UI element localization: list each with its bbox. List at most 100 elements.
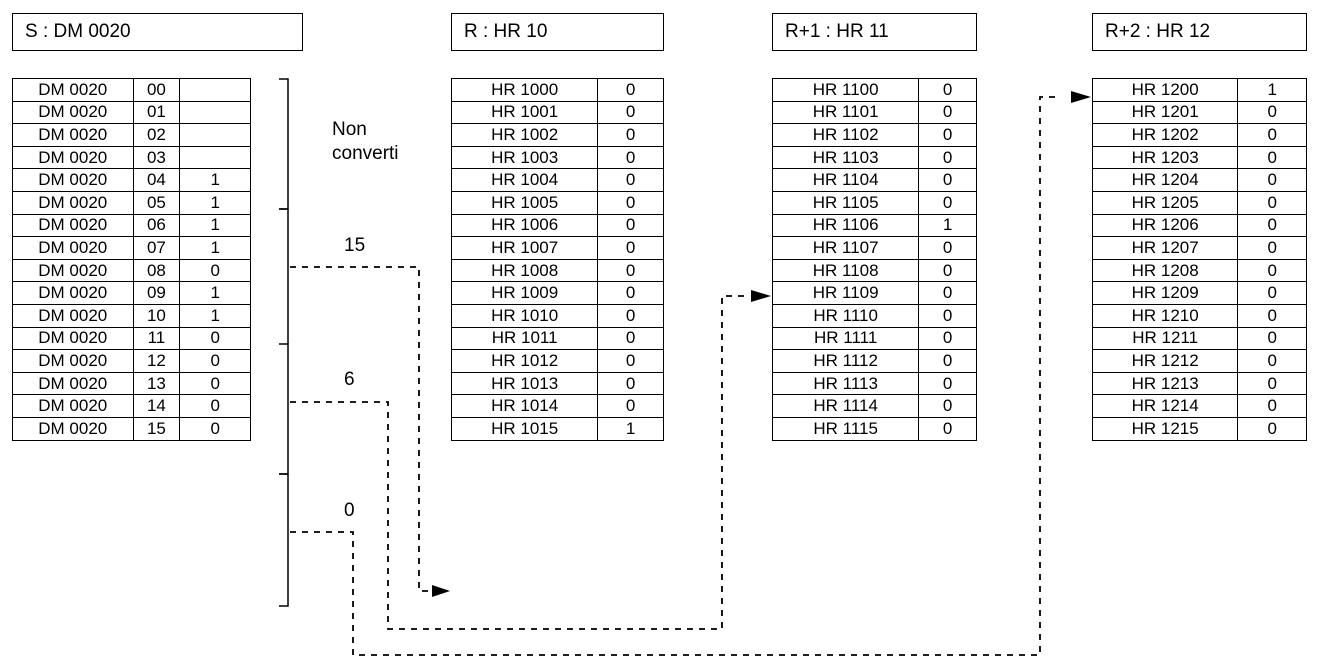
r-table-cell-addr: HR 1001 bbox=[450, 100, 599, 125]
r2-table-cell-addr: HR 1207 bbox=[1091, 236, 1239, 260]
r2-table-cell-addr: HR 1214 bbox=[1091, 394, 1239, 418]
r-table-cell-val: 0 bbox=[597, 349, 664, 373]
source-cell-val: 0 bbox=[179, 326, 251, 351]
r-table-cell-val: 0 bbox=[597, 190, 664, 215]
digit-label-0: 0 bbox=[344, 500, 355, 521]
r-table-cell-addr: HR 1006 bbox=[450, 213, 599, 238]
non-converted-label-line1: Non bbox=[332, 119, 367, 140]
source-cell-val: 1 bbox=[179, 236, 251, 260]
r2-table-cell-val: 1 bbox=[1237, 78, 1307, 102]
r-table-cell-val: 0 bbox=[597, 78, 664, 102]
source-cell-val: 1 bbox=[179, 281, 251, 305]
r-table-cell-addr: HR 1000 bbox=[450, 78, 599, 102]
source-cell-word: DM 0020 bbox=[12, 123, 134, 147]
source-cell-val: 0 bbox=[179, 371, 251, 396]
r2-table-cell-val: 0 bbox=[1237, 303, 1307, 328]
r-table-cell-addr: HR 1012 bbox=[450, 349, 599, 373]
source-cell-word: DM 0020 bbox=[12, 236, 134, 260]
r2-table-cell-val: 0 bbox=[1237, 123, 1307, 147]
r1-table-cell-addr: HR 1107 bbox=[771, 236, 920, 260]
source-cell-bit: 11 bbox=[132, 326, 181, 351]
source-cell-val bbox=[179, 123, 251, 147]
r2-table-cell-val: 0 bbox=[1237, 190, 1307, 215]
r1-table-cell-addr: HR 1100 bbox=[771, 78, 920, 102]
r2-table-cell-addr: HR 1215 bbox=[1091, 416, 1239, 441]
source-cell-val bbox=[179, 100, 251, 125]
r2-table-cell-val: 0 bbox=[1237, 168, 1307, 192]
r1-table-cell-val: 0 bbox=[918, 258, 977, 283]
r-table-cell-val: 0 bbox=[597, 258, 664, 283]
source-cell-bit: 06 bbox=[132, 213, 181, 238]
source-cell-val: 0 bbox=[179, 258, 251, 283]
connector-15-to-hr1015 bbox=[290, 266, 430, 592]
r2-table-cell-val: 0 bbox=[1237, 236, 1307, 260]
source-cell-word: DM 0020 bbox=[12, 303, 134, 328]
non-converted-label-line2: converti bbox=[332, 143, 399, 164]
source-cell-word: DM 0020 bbox=[12, 190, 134, 215]
r-table-cell-addr: HR 1005 bbox=[450, 190, 599, 215]
r1-table-cell-addr: HR 1110 bbox=[771, 303, 920, 328]
r-table-cell-addr: HR 1008 bbox=[450, 258, 599, 283]
r-table-cell-addr: HR 1015 bbox=[450, 416, 599, 441]
r-table-cell-addr: HR 1003 bbox=[450, 145, 599, 170]
r-header: R : HR 10 bbox=[451, 13, 664, 51]
r1-table-cell-addr: HR 1108 bbox=[771, 258, 920, 283]
source-cell-bit: 09 bbox=[132, 281, 181, 305]
r2-table-cell-val: 0 bbox=[1237, 258, 1307, 283]
r-table-cell-val: 1 bbox=[597, 416, 664, 441]
r-table-cell-val: 0 bbox=[597, 168, 664, 192]
r-table-cell-val: 0 bbox=[597, 303, 664, 328]
r2-table-cell-val: 0 bbox=[1237, 145, 1307, 170]
r2-table-cell-val: 0 bbox=[1237, 100, 1307, 125]
digit-label-6: 6 bbox=[344, 369, 355, 390]
source-cell-word: DM 0020 bbox=[12, 416, 134, 441]
bracket-bits-08-11 bbox=[279, 343, 289, 475]
r2-table-cell-val: 0 bbox=[1237, 371, 1307, 396]
source-cell-val: 1 bbox=[179, 213, 251, 238]
r2-table-cell-addr: HR 1208 bbox=[1091, 258, 1239, 283]
r-table-cell-addr: HR 1009 bbox=[450, 281, 599, 305]
source-cell-bit: 03 bbox=[132, 145, 181, 170]
r2-table-cell-val: 0 bbox=[1237, 416, 1307, 441]
r1-table-cell-addr: HR 1103 bbox=[771, 145, 920, 170]
r1-table-cell-val: 0 bbox=[918, 145, 977, 170]
r1-table-cell-addr: HR 1109 bbox=[771, 281, 920, 305]
r-table-cell-addr: HR 1007 bbox=[450, 236, 599, 260]
